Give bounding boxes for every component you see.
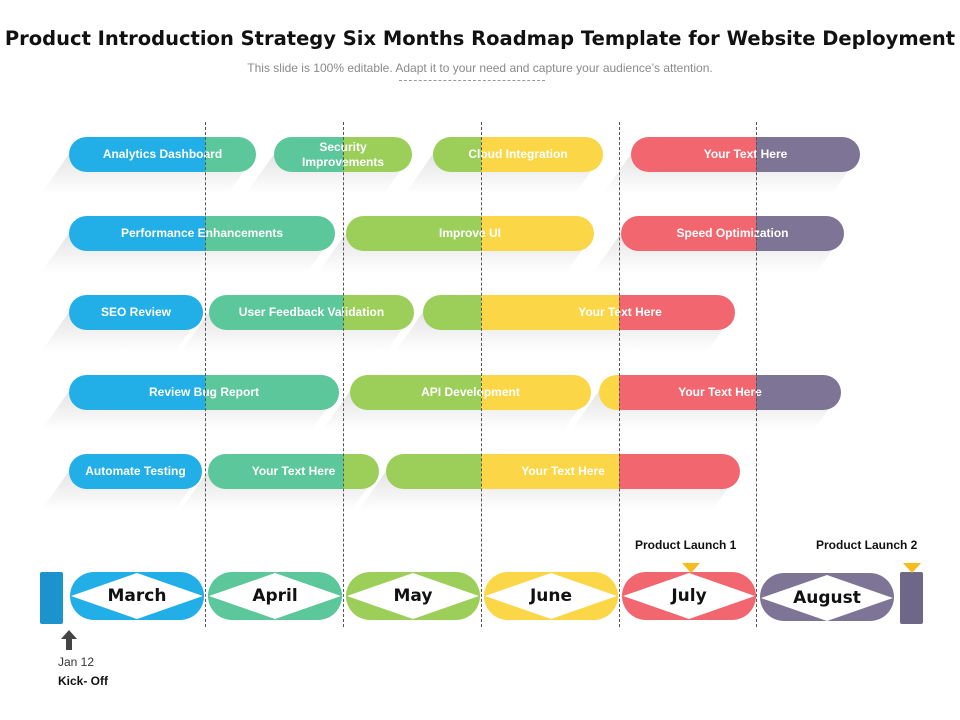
task-bar[interactable]: User Feedback Validation <box>209 295 414 330</box>
task-bar[interactable]: API Development <box>350 375 591 410</box>
timeline-end-bar <box>900 572 923 624</box>
subtitle-divider <box>399 80 545 81</box>
subtitle: This slide is 100% editable. Adapt it to… <box>247 61 713 75</box>
kickoff-label: Kick- Off <box>58 674 109 688</box>
month-divider <box>619 122 620 627</box>
task-bar[interactable]: Cloud Integration <box>433 137 603 172</box>
month-label: March <box>107 586 167 606</box>
task-bar[interactable]: Speed Optimization <box>621 216 844 251</box>
task-bar[interactable]: Your Text Here <box>386 454 740 489</box>
triangle-marker-icon <box>903 563 921 573</box>
month-label: April <box>252 586 298 606</box>
month-divider <box>205 122 206 627</box>
month-label: June <box>529 586 573 606</box>
triangle-marker-icon <box>682 563 700 573</box>
task-bar[interactable]: Your Text Here <box>208 454 379 489</box>
month-divider <box>481 122 482 627</box>
task-bar[interactable]: Improve UI <box>346 216 594 251</box>
task-bar[interactable]: Review Bug Report <box>69 375 339 410</box>
kickoff-date: Jan 12 <box>58 655 95 669</box>
month-label: August <box>793 588 861 608</box>
launch-1-label: Product Launch 1 <box>635 538 737 552</box>
task-bar[interactable]: Analytics Dashboard <box>69 137 256 172</box>
task-bar[interactable]: SEO Review <box>69 295 203 330</box>
task-bar[interactable]: Your Text Here <box>423 295 735 330</box>
month-label: July <box>671 586 707 606</box>
month-label: May <box>393 586 433 606</box>
timeline-start-bar <box>40 572 63 624</box>
launch-2-label: Product Launch 2 <box>816 538 918 552</box>
task-bar[interactable]: Automate Testing <box>69 454 202 489</box>
page-title: Product Introduction Strategy Six Months… <box>4 27 956 50</box>
task-bar[interactable]: Your Text Here <box>599 375 841 410</box>
up-arrow-icon <box>61 630 77 650</box>
task-bar[interactable]: Your Text Here <box>631 137 860 172</box>
month-divider <box>756 122 757 627</box>
month-divider <box>343 122 344 627</box>
task-bar[interactable]: Performance Enhancements <box>69 216 335 251</box>
